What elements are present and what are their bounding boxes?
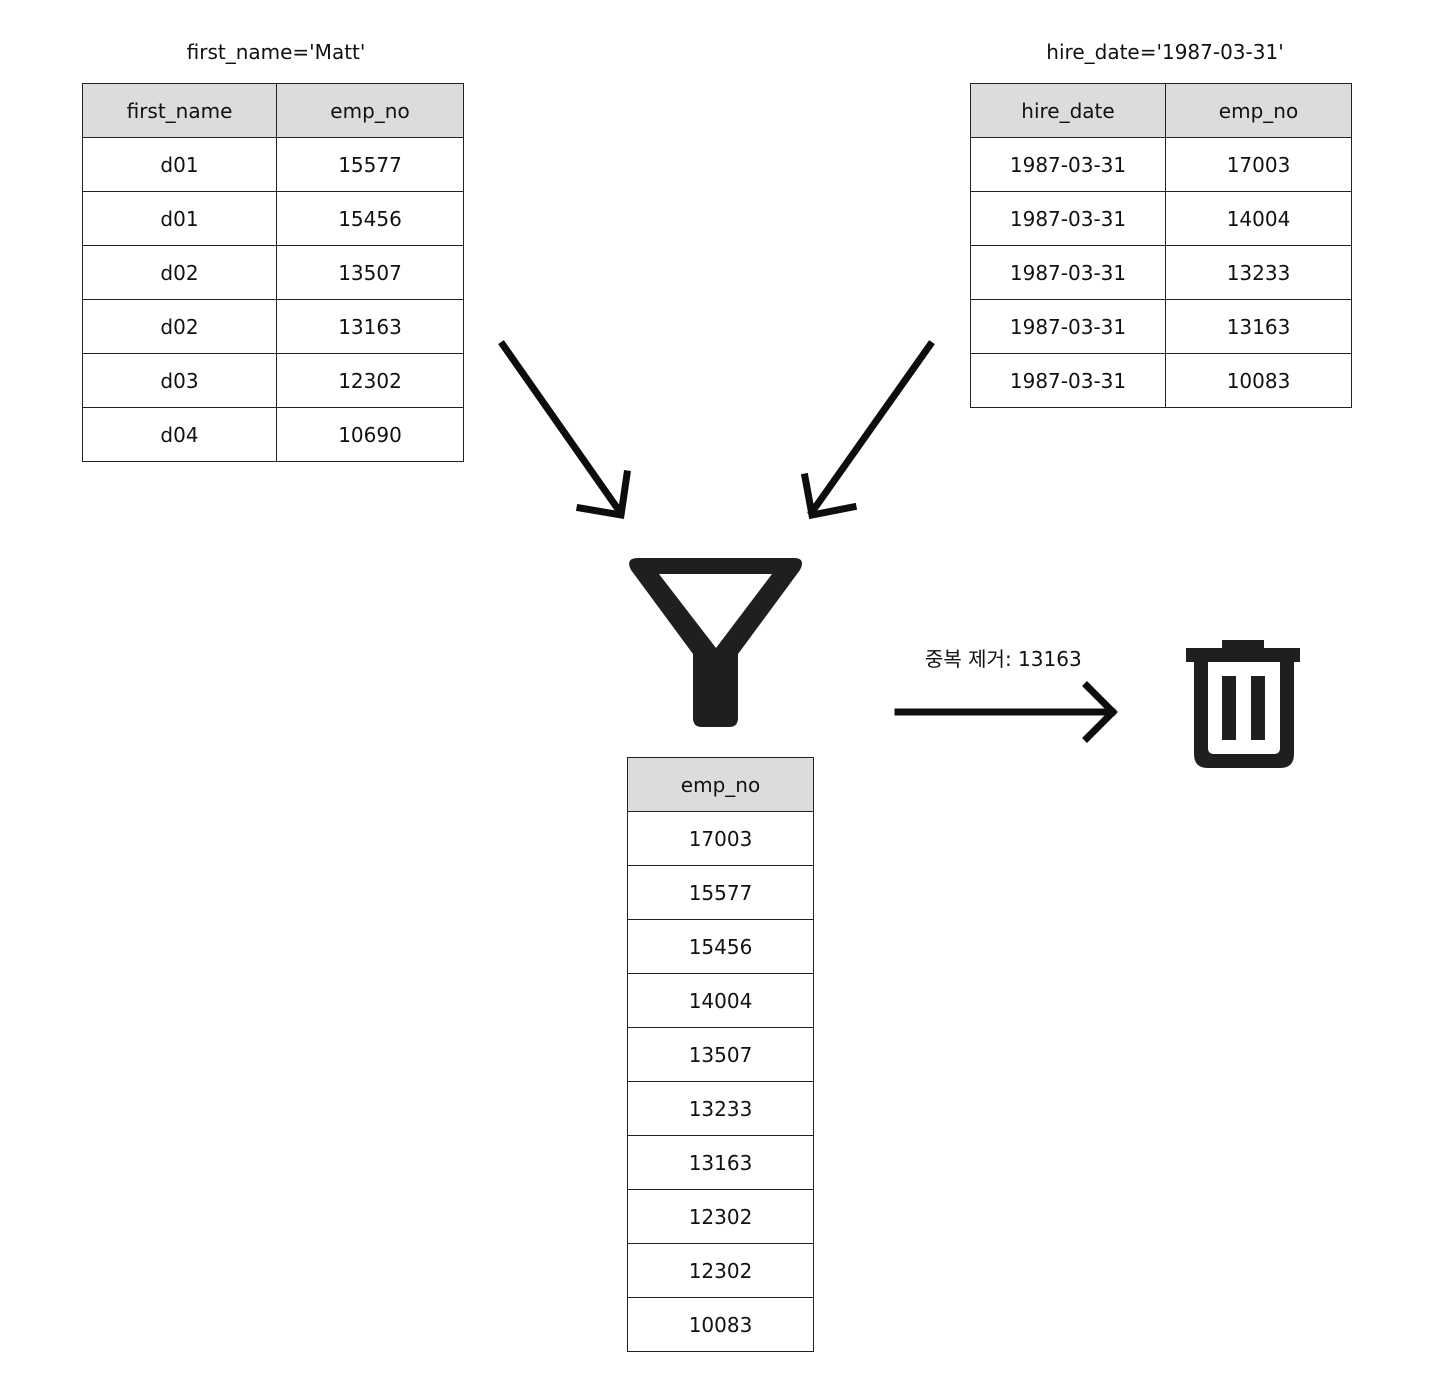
table-cell: 15456	[276, 191, 464, 246]
table-row: d02 13163	[82, 299, 464, 354]
table-row: 1987-03-31 10083	[970, 353, 1352, 408]
table-cell: 1987-03-31	[970, 245, 1166, 300]
table-row: d04 10690	[82, 407, 464, 462]
table-cell: 14004	[1165, 191, 1352, 246]
left-table-header-emp-no: emp_no	[276, 83, 464, 138]
table-row: 13163	[627, 1135, 814, 1190]
table-row: d03 12302	[82, 353, 464, 408]
table-row: 13233	[627, 1081, 814, 1136]
table-cell: d02	[82, 299, 277, 354]
table-cell: d02	[82, 245, 277, 300]
right-table: hire_date emp_no 1987-03-31 17003 1987-0…	[970, 83, 1352, 408]
table-cell: 1987-03-31	[970, 353, 1166, 408]
table-row: 1987-03-31 17003	[970, 137, 1352, 192]
table-row: 13507	[627, 1027, 814, 1082]
table-cell: 14004	[627, 973, 814, 1028]
table-cell: 12302	[276, 353, 464, 408]
table-cell: 15577	[276, 137, 464, 192]
table-row: 17003	[627, 811, 814, 866]
table-cell: 17003	[1165, 137, 1352, 192]
table-cell: 15577	[627, 865, 814, 920]
table-cell: 1987-03-31	[970, 299, 1166, 354]
result-table: emp_no 17003 15577 15456 14004 13507 132…	[627, 757, 814, 1352]
right-arrow	[800, 340, 935, 520]
table-row: 10083	[627, 1297, 814, 1352]
left-table: first_name emp_no d01 15577 d01 15456 d0…	[82, 83, 464, 462]
table-row: 14004	[627, 973, 814, 1028]
left-arrow	[498, 340, 631, 520]
table-cell: 13233	[627, 1081, 814, 1136]
table-row: 12302	[627, 1243, 814, 1298]
table-cell: 13507	[627, 1027, 814, 1082]
table-row: 1987-03-31 14004	[970, 191, 1352, 246]
filter-icon	[629, 558, 802, 727]
dedup-label: 중복 제거: 13163	[925, 647, 1082, 671]
table-cell: 12302	[627, 1243, 814, 1298]
table-row: d01 15577	[82, 137, 464, 192]
table-cell: d04	[82, 407, 277, 462]
result-table-header-emp-no: emp_no	[627, 757, 814, 812]
table-cell: d03	[82, 353, 277, 408]
table-row: 12302	[627, 1189, 814, 1244]
table-row: 1987-03-31 13163	[970, 299, 1352, 354]
result-table-header-row: emp_no	[627, 757, 814, 812]
table-cell: 13233	[1165, 245, 1352, 300]
dedup-arrow	[894, 681, 1118, 743]
table-cell: 13163	[1165, 299, 1352, 354]
table-cell: d01	[82, 191, 277, 246]
left-table-header-row: first_name emp_no	[82, 83, 464, 138]
table-cell: 10083	[627, 1297, 814, 1352]
table-cell: 17003	[627, 811, 814, 866]
table-row: d02 13507	[82, 245, 464, 300]
table-row: 15577	[627, 865, 814, 920]
table-cell: 10083	[1165, 353, 1352, 408]
right-table-caption: hire_date='1987-03-31'	[1046, 40, 1284, 64]
table-cell: 1987-03-31	[970, 191, 1166, 246]
table-cell: d01	[82, 137, 277, 192]
table-cell: 12302	[627, 1189, 814, 1244]
right-table-header-emp-no: emp_no	[1165, 83, 1352, 138]
table-cell: 1987-03-31	[970, 137, 1166, 192]
table-row: d01 15456	[82, 191, 464, 246]
table-row: 15456	[627, 919, 814, 974]
left-table-header-first-name: first_name	[82, 83, 277, 138]
trash-icon	[1186, 640, 1300, 768]
right-table-header-hire-date: hire_date	[970, 83, 1166, 138]
table-cell: 13163	[276, 299, 464, 354]
table-cell: 13507	[276, 245, 464, 300]
table-cell: 15456	[627, 919, 814, 974]
right-table-header-row: hire_date emp_no	[970, 83, 1352, 138]
left-table-caption: first_name='Matt'	[186, 40, 366, 64]
table-cell: 10690	[276, 407, 464, 462]
table-cell: 13163	[627, 1135, 814, 1190]
table-row: 1987-03-31 13233	[970, 245, 1352, 300]
